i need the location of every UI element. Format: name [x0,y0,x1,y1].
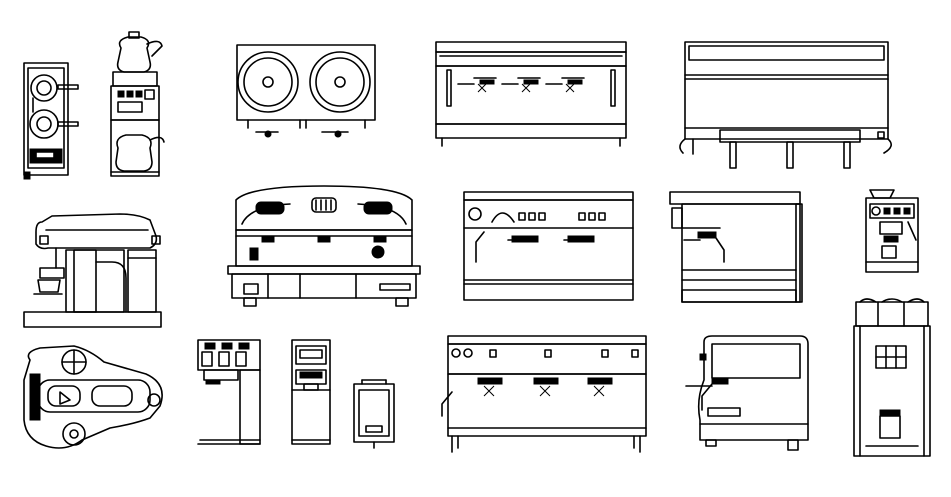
warmer-plate-icon [236,44,376,138]
espresso-machine-icon [685,335,809,451]
espresso-machine-icon [23,213,162,328]
grinder-machine-icon [865,189,919,273]
decanter-brewer-icon [110,31,165,177]
espresso-machine-icon [669,191,803,303]
espresso-machine-icon [435,41,627,147]
coffee-brewer-icon [23,62,79,180]
espresso-machine-icon [441,335,647,453]
espresso-machine-icon [227,185,421,307]
batch-brewer-icon [197,339,261,445]
tall-brewer-icon [291,339,331,445]
super-automatic-icon [853,298,931,457]
espresso-machine-icon [679,41,892,169]
water-dispenser-icon [353,379,395,449]
plan-view-icon [23,345,163,449]
espresso-machine-icon [463,191,634,301]
